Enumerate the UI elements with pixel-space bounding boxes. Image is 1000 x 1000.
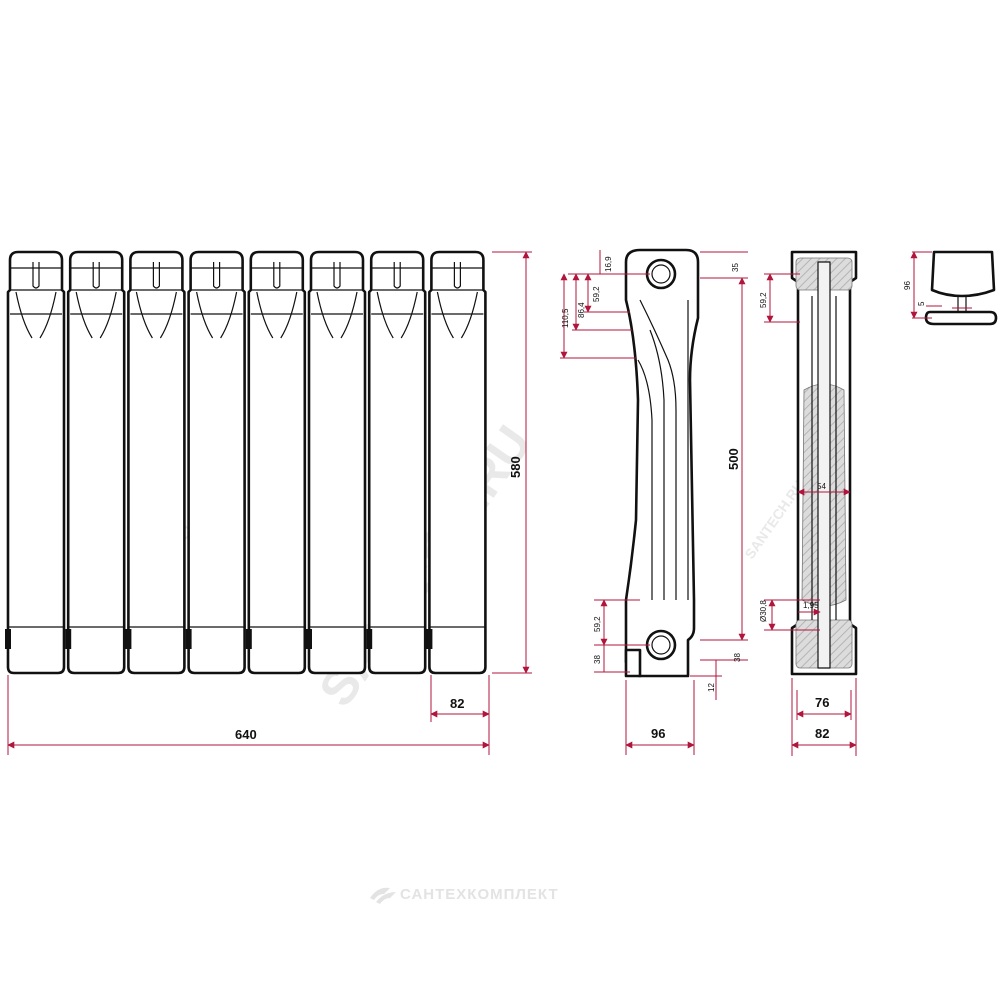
dim-54: 54 bbox=[817, 482, 826, 491]
dim-110-5: 110,5 bbox=[561, 308, 570, 328]
radiator-section bbox=[426, 250, 487, 675]
dim-38-left: 38 bbox=[593, 655, 602, 664]
radiator-section bbox=[306, 250, 367, 675]
side-top-inlet bbox=[645, 258, 677, 290]
side-dimensions: 96 500 35 38 12 16,9 59,2 86,4 110,5 59,… bbox=[560, 250, 748, 755]
brand-logo-icon bbox=[370, 887, 396, 904]
dim-38-right: 38 bbox=[733, 653, 742, 662]
cap-body bbox=[930, 250, 996, 298]
radiator-section bbox=[125, 250, 186, 675]
side-bottom-inlet bbox=[645, 629, 677, 661]
cross-section-view bbox=[790, 250, 858, 676]
dim-82-front: 82 bbox=[450, 696, 464, 711]
radiator-section bbox=[5, 250, 66, 675]
dim-76: 76 bbox=[815, 695, 829, 710]
dim-12: 12 bbox=[707, 683, 716, 692]
dim-diameter-30-8: Ø30,8 bbox=[759, 600, 768, 622]
cap-base bbox=[924, 310, 998, 326]
dim-640: 640 bbox=[235, 727, 257, 742]
dim-580: 580 bbox=[508, 456, 523, 478]
brand-name: САНТЕХКОМПЛЕКТ bbox=[400, 886, 559, 903]
dim-cap-96: 96 bbox=[903, 281, 912, 290]
dim-86-4: 86,4 bbox=[577, 302, 586, 318]
radiator-section bbox=[366, 250, 427, 675]
dim-82-section: 82 bbox=[815, 726, 829, 741]
side-view bbox=[624, 248, 700, 678]
dim-section-59-2: 59,2 bbox=[759, 292, 768, 308]
footer-brand: САНТЕХКОМПЛЕКТ bbox=[370, 886, 559, 904]
dim-1-95: 1,95 bbox=[803, 601, 819, 610]
dim-500: 500 bbox=[726, 448, 741, 470]
radiator-section bbox=[65, 250, 126, 675]
dim-35: 35 bbox=[731, 263, 740, 272]
dim-59-2-top: 59,2 bbox=[592, 286, 601, 302]
cross-section-dimensions: 82 76 59,2 54 Ø30,8 1,95 bbox=[759, 273, 857, 756]
dim-16-9: 16,9 bbox=[604, 256, 613, 272]
cap-view: 96 5 bbox=[903, 250, 998, 326]
front-view bbox=[5, 250, 487, 675]
front-dimensions: 640 82 580 bbox=[7, 251, 532, 755]
dim-59-2-bottom: 59,2 bbox=[593, 616, 602, 632]
radiator-section bbox=[245, 250, 307, 675]
dim-96-side: 96 bbox=[651, 726, 665, 741]
radiator-section bbox=[185, 250, 246, 675]
dim-cap-5: 5 bbox=[917, 301, 926, 306]
side-section-body bbox=[624, 248, 700, 678]
